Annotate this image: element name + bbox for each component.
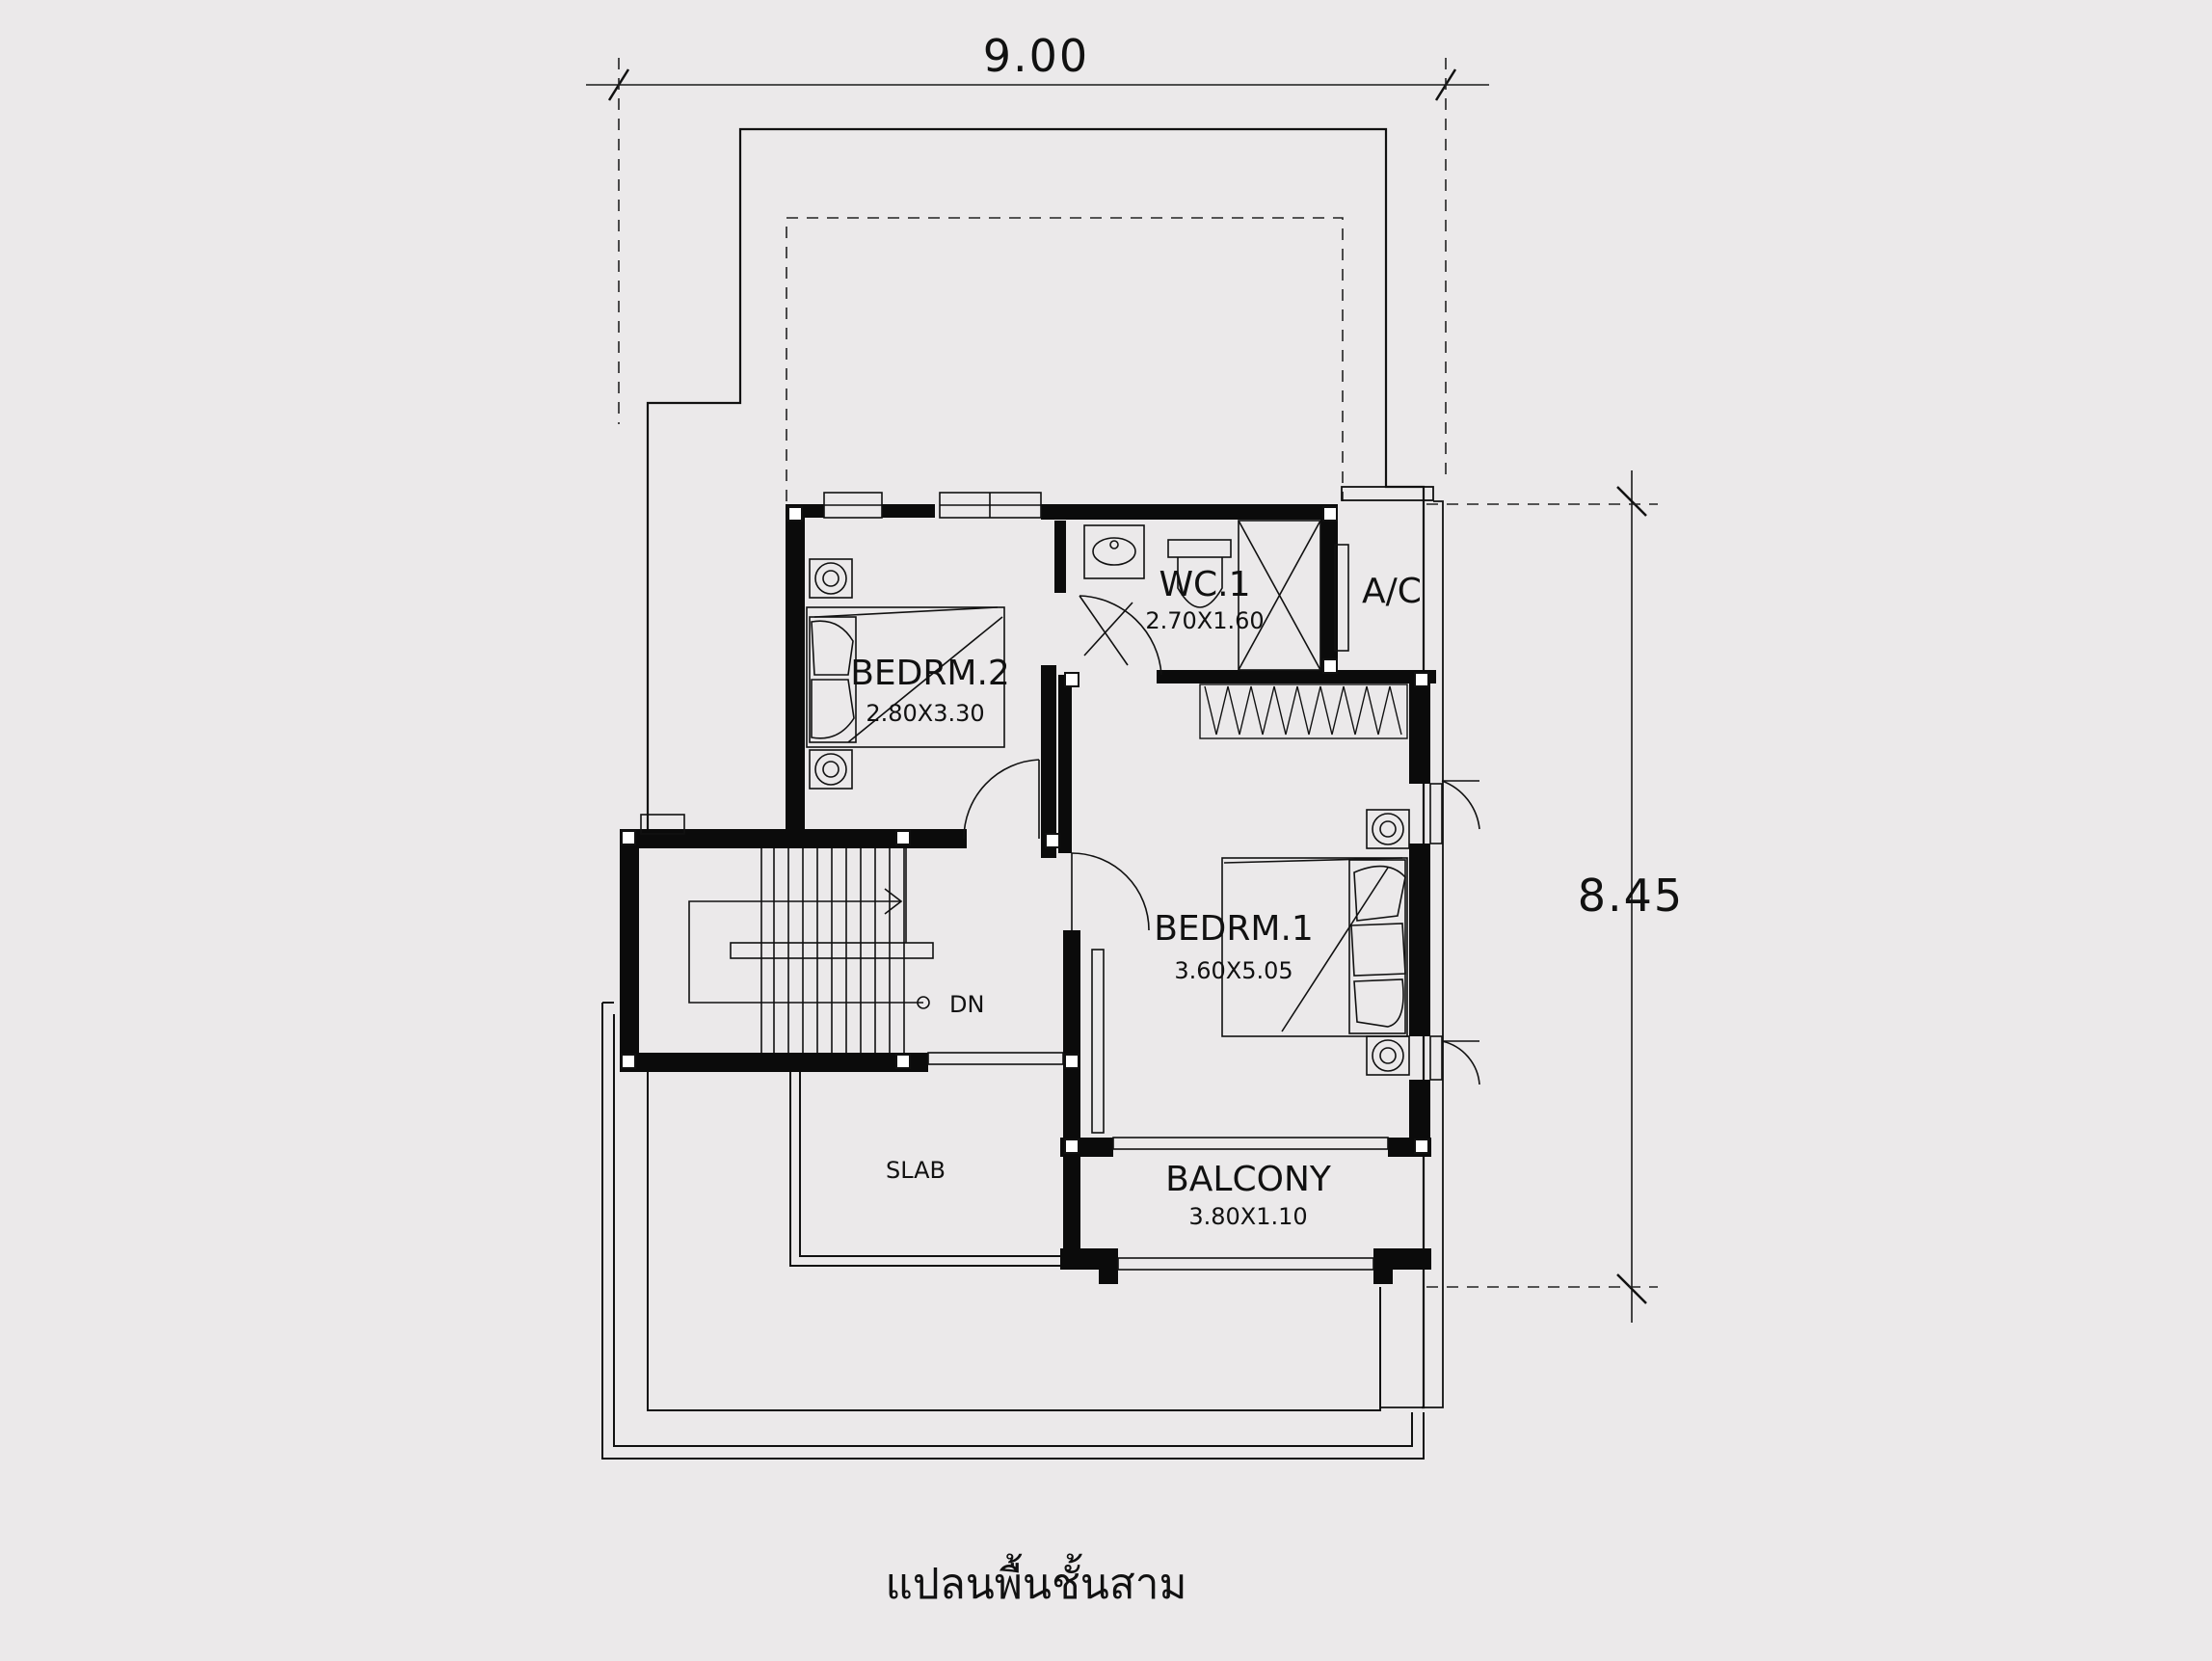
doors	[963, 595, 1480, 1134]
walls	[620, 504, 1436, 1284]
wc-fixtures	[1083, 520, 1321, 671]
slab-outline	[789, 1070, 1065, 1267]
plan-caption: แปลนพื้นชั้นสาม	[886, 1553, 1187, 1609]
bedroom1-size: 3.60X5.05	[1174, 957, 1293, 984]
wc1-label: WC.1	[1159, 565, 1250, 604]
room-labels: BEDRM.2 2.80X3.30 WC.1 2.70X1.60 A/C BED…	[850, 565, 1422, 1230]
balcony-label: BALCONY	[1165, 1160, 1332, 1199]
lower-roof-outline	[601, 1002, 1425, 1460]
stairs-down-label: DN	[949, 991, 984, 1018]
bedroom2-size: 2.80X3.30	[866, 700, 984, 727]
staircase: DN	[688, 848, 984, 1053]
bedroom1-furniture	[1221, 809, 1410, 1076]
windows	[640, 492, 1443, 1271]
ac-label: A/C	[1362, 572, 1422, 611]
depth-dimension: 8.45	[1426, 470, 1684, 1323]
slab-label: SLAB	[886, 1157, 946, 1184]
columns	[621, 506, 1429, 1154]
bedroom2-label: BEDRM.2	[850, 654, 1010, 693]
width-dimension: 9.00	[586, 30, 1489, 482]
balcony-size: 3.80X1.10	[1188, 1203, 1307, 1230]
bedroom1-label: BEDRM.1	[1154, 909, 1314, 949]
width-dimension-label: 9.00	[983, 30, 1089, 82]
wc1-size: 2.70X1.60	[1145, 607, 1264, 634]
wardrobe	[1199, 683, 1408, 739]
depth-dimension-label: 8.45	[1578, 870, 1684, 922]
bedroom2-furniture	[806, 558, 1005, 790]
